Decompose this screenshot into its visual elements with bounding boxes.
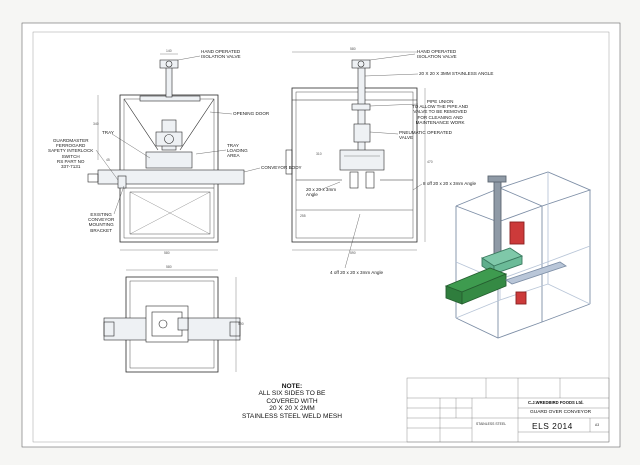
label-opening-door: OPENING DOOR (233, 111, 270, 116)
dim-side-inner: 310 (316, 152, 322, 156)
dim-side-height: 470 (427, 160, 433, 164)
dim-plan-depth: 590 (238, 322, 244, 326)
inner-border (32, 31, 610, 443)
note-heading: NOTE: (281, 383, 303, 390)
dim-side-width: 580 (350, 47, 356, 51)
dim-front-width: 580 (164, 251, 170, 255)
title-drawing-title: GUARD OVER CONVEYOR (530, 410, 592, 415)
label-4-off-angle: 4 off 20 x 20 x 3mm Angle (330, 270, 384, 275)
title-sheet-size: A3 (595, 423, 600, 427)
plan-view (103, 269, 241, 373)
dim-front-offset: 45 (106, 158, 110, 162)
dim-front-top: 140 (166, 49, 172, 53)
side-view (285, 51, 426, 251)
title-drawing-number: ELS 2014 (532, 421, 573, 431)
dim-side-base: 590 (350, 251, 356, 255)
dim-plan-width: 580 (166, 265, 172, 269)
leader-lines (95, 53, 423, 269)
note-line: 20 x 20 x 2mm (269, 405, 315, 413)
dim-front-left: 340 (93, 122, 99, 126)
dim-side-lower: 255 (300, 214, 306, 218)
title-block-lines (406, 377, 610, 443)
label-tray: TRAY (102, 130, 114, 135)
label-stainless-angle: 20 x 20 x 3mm STAINLESS ANGLE (419, 71, 494, 76)
label-conveyor-body: CONVEYOR BODY (261, 165, 302, 170)
label-8-off-angle: 8 off 20 x 20 x 3mm Angle (423, 181, 477, 186)
title-company: C.J.WREDBIRD FOODS Ltd. (528, 400, 584, 405)
mesh-note: NOTE: ALL SIX SIDES TO BE COVERED WITH 2… (232, 383, 352, 420)
note-line: COVERED WITH (266, 397, 318, 405)
front-view (87, 53, 245, 251)
note-line: ALL SIX SIDES TO BE (258, 390, 326, 398)
note-line: STAINLESS STEEL WELD MESH (241, 412, 343, 420)
title-material: STAINLESS STEEL (476, 422, 507, 426)
isometric-guard-view (444, 171, 592, 339)
